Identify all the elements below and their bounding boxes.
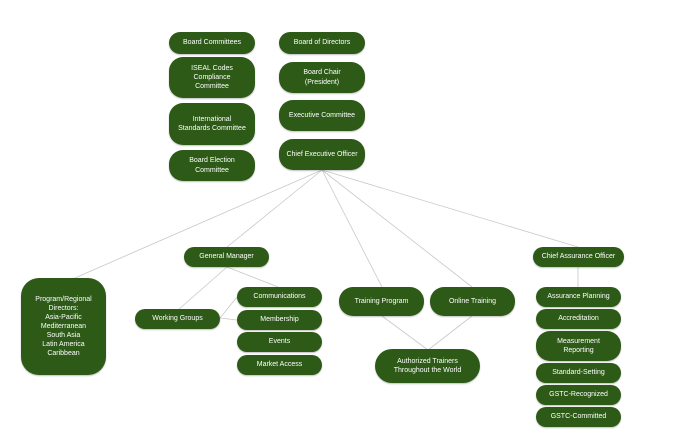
connector-working-membership [219, 317, 238, 321]
node-program-regional-directors: Program/Regional Directors: Asia-Pacific… [21, 278, 106, 375]
node-authorized-trainers: Authorized Trainers Throughout the World [375, 349, 480, 383]
connector-ceo-online [321, 169, 473, 288]
node-board-election-committee: Board Election Committee [169, 150, 255, 181]
node-executive-committee: Executive Committee [279, 100, 365, 131]
node-online-training: Online Training [430, 287, 515, 316]
node-accreditation: Accreditation [536, 309, 621, 329]
connector-online-trainers [427, 315, 473, 351]
node-training-program: Training Program [339, 287, 424, 316]
node-events: Events [237, 332, 322, 352]
connector-gm-working [177, 266, 228, 311]
node-ceo: Chief Executive Officer [279, 139, 365, 170]
node-working-groups: Working Groups [135, 309, 220, 329]
connector-gm-comms [226, 266, 279, 288]
connector-ceo-training [321, 169, 383, 288]
node-membership: Membership [237, 310, 322, 330]
connector-ceo-cao [321, 169, 579, 248]
node-board-chair: Board Chair (President) [279, 62, 365, 93]
node-board-committees: Board Committees [169, 32, 255, 54]
node-gstc-committed: GSTC-Committed [536, 407, 621, 427]
node-communications: Communications [237, 287, 322, 307]
node-general-manager: General Manager [184, 247, 269, 267]
node-chief-assurance-officer: Chief Assurance Officer [533, 247, 624, 267]
connector-training-trainers [381, 315, 429, 351]
node-standard-setting: Standard-Setting [536, 363, 621, 383]
node-market-access: Market Access [237, 355, 322, 375]
connector-ceo-program [67, 169, 323, 282]
node-board-of-directors: Board of Directors [279, 32, 365, 54]
connector-working-comms [219, 296, 238, 319]
connector-ceo-gm [226, 169, 323, 248]
node-iseal-committee: ISEAL Codes Compliance Committee [169, 57, 255, 98]
node-measurement-reporting: Measurement Reporting [536, 331, 621, 361]
node-international-standards-committee: International Standards Committee [169, 103, 255, 145]
node-gstc-recognized: GSTC-Recognized [536, 385, 621, 405]
node-assurance-planning: Assurance Planning [536, 287, 621, 307]
